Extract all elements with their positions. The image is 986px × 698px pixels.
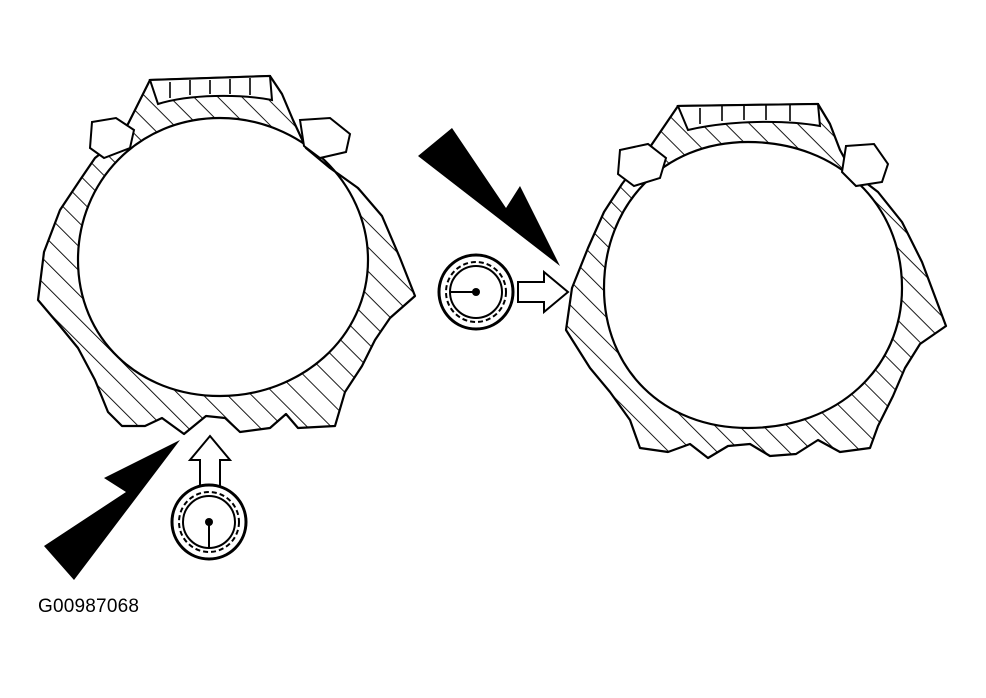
figure-reference-code: G00987068 bbox=[38, 596, 140, 617]
right-inspection bbox=[418, 128, 570, 331]
left-rim-flange-left bbox=[88, 116, 136, 160]
left-rim-flange-right bbox=[298, 116, 352, 160]
left-tire-bead-ticks bbox=[169, 78, 251, 98]
right-rim-flange-right bbox=[840, 142, 890, 188]
black-pointer-arrow-icon bbox=[418, 128, 560, 266]
left-tire-section bbox=[36, 74, 417, 436]
left-inspection bbox=[44, 434, 248, 580]
left-tire-wall bbox=[36, 74, 417, 436]
hollow-arrow-icon bbox=[517, 269, 570, 315]
right-tire-wall bbox=[564, 102, 948, 460]
right-tire-bead bbox=[676, 102, 822, 132]
gauge-icon bbox=[437, 253, 515, 331]
left-tire-bead bbox=[148, 74, 274, 106]
right-tire-bead-ticks bbox=[699, 105, 791, 124]
hollow-arrow-icon bbox=[187, 434, 233, 489]
right-tire-section bbox=[564, 102, 948, 460]
black-pointer-arrow-icon bbox=[44, 440, 180, 580]
right-rim-flange-left bbox=[616, 142, 668, 188]
gauge-icon bbox=[170, 483, 248, 561]
